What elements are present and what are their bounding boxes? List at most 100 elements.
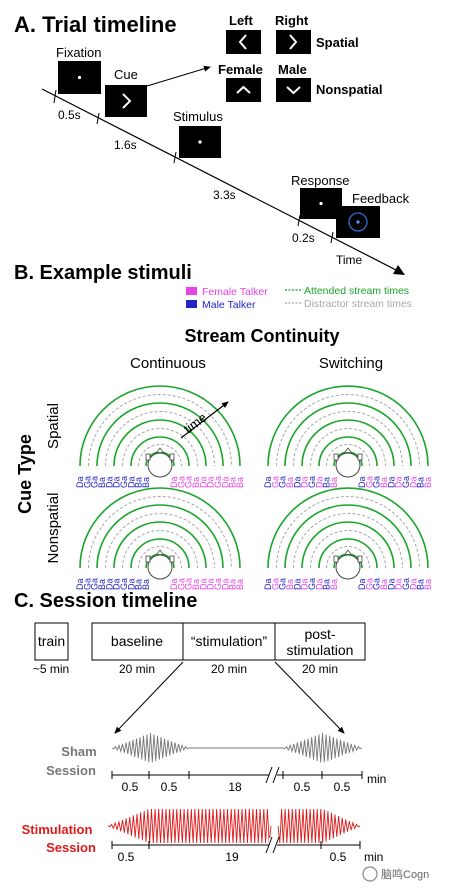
attended-arc [333,451,363,467]
cue-types-arrow [146,65,211,87]
distractor-arc [88,496,232,569]
syllable-label: Ba [97,477,107,488]
sham-ramp-start [111,732,190,763]
sham-seg-5: 0.5 [334,780,351,794]
syllable-label: Ba [134,477,144,488]
syllable-label: Ga [364,578,374,590]
syllable-label: Ga [184,476,194,488]
response-dot [319,201,323,206]
stim-axis-break-1 [265,836,273,854]
syllable-label: Ba [329,477,339,488]
syllable-label: Ga [119,578,129,590]
distractor-arc [310,530,386,569]
left-ear-icon [145,555,151,563]
syllable-label: Ba [379,477,389,488]
syllable-label: Ba [285,477,295,488]
block-post-label-1: post- [304,626,335,642]
sham-waveform [111,732,363,763]
syllable-label: Da [314,476,324,488]
syllable-label: Da [292,578,302,590]
sham-seg-4: 0.5 [294,780,311,794]
attended-arc [267,487,429,569]
distractor-arc [293,513,403,569]
syllable-label: Da [357,476,367,488]
stim-label-1: Stimulation [22,822,93,837]
stim-seg-2: 19 [225,850,239,864]
attended-arc [130,538,190,569]
cue-type-label: Cue Type [15,434,35,514]
cue-right-screen [276,30,311,54]
syllable-label: Da [394,578,404,590]
syllable-label: Ga [278,578,288,590]
syllable-label: Ga [364,476,374,488]
panel-c: C. Session timeline train ~5 min baselin… [14,590,429,882]
left-ear-icon [333,453,339,461]
syllable-label: Da [263,578,273,590]
syllable-label: Ba [228,477,238,488]
attended-arc [130,436,190,467]
syllable-label: Ga [213,476,223,488]
tick-2 [96,112,100,125]
syllable-label: Ba [423,477,433,488]
attended-arc [79,487,241,569]
screen-cue [105,85,147,117]
syllable-label: Da [75,578,85,590]
duration-fixation: 0.5s [58,108,81,122]
sham-unit: min [367,772,386,786]
syllable-label: Ba [285,579,295,590]
syllable-label: Da [220,578,230,590]
syllable-label: Da [198,578,208,590]
block-train [34,622,69,661]
attended-arc [145,553,175,569]
block-baseline [91,622,366,661]
right-ear-icon [169,453,175,461]
head-icon [335,452,361,478]
syllable-label: Ba [423,579,433,590]
right-ear-icon [357,453,363,461]
block-stimulation-duration: 20 min [211,662,247,676]
syllable-label: Da [386,476,396,488]
watermark-icon [362,866,378,882]
attended-arc [301,419,395,467]
watermark-text: 脑鸣Cogn [381,867,429,881]
duration-stimulus: 3.3s [213,188,236,202]
syllable-label: Ga [401,578,411,590]
syllable-label: Ba [235,477,245,488]
block-train-duration: ~5 min [33,662,69,676]
syllable-label: Ga [119,476,129,488]
attended-arc [79,385,241,467]
syllable-label: Da [408,578,418,590]
fixation-dot [77,75,82,80]
syllable-label: Ba [141,477,151,488]
cue-female-screen [226,78,261,102]
syllable-label: Da [198,476,208,488]
syllable-label: Ga [213,578,223,590]
attended-arc [318,436,378,467]
stimulus-dot [198,140,202,144]
attended-arc [145,451,175,467]
sham-axis-break-2 [272,766,280,784]
syllable-label: Da [112,476,122,488]
label-spatial-cue: Spatial [316,35,359,50]
left-ear-icon [145,453,151,461]
syllable-label: Ga [90,578,100,590]
cue-left-screen [226,30,261,54]
syllable-label: Ga [176,578,186,590]
syllable-label: Da [408,476,418,488]
nose-icon [156,447,164,453]
tick-3 [173,151,177,164]
block-post-duration: 20 min [302,662,338,676]
duration-cue: 1.6s [114,138,137,152]
zoom-arrow-left [114,661,184,734]
distractor-arc [276,394,420,467]
tick-4 [297,214,301,227]
label-nonspatial-cue: Nonspatial [316,82,382,97]
syllable-label: Da [220,476,230,488]
nose-icon [156,549,164,555]
syllable-label: Da [386,578,396,590]
syllable-label: Da [263,476,273,488]
